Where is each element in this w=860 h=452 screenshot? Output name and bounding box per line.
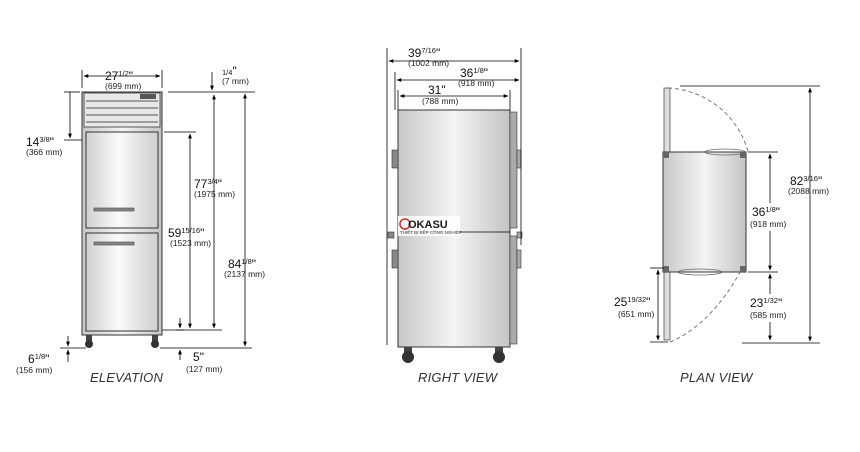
svg-text:271/2": 271/2" — [105, 69, 133, 83]
svg-text:(127 mm): (127 mm) — [186, 364, 223, 374]
lower-door-swing-arc — [669, 271, 741, 343]
grille-slats — [86, 100, 158, 123]
svg-text:143/8": 143/8" — [26, 135, 54, 149]
dim-elev-door: 5915/16" (1523 mm) — [168, 226, 211, 248]
dim-right-body: 31" (788 mm) — [422, 83, 459, 106]
svg-text:(918 mm): (918 mm) — [458, 78, 495, 88]
elevation-view — [60, 70, 255, 362]
svg-text:(2088 mm): (2088 mm) — [788, 186, 829, 196]
upper-door-handle — [93, 207, 135, 212]
svg-text:(699 mm): (699 mm) — [105, 81, 142, 91]
dim-right-depth: 361/8" (918 mm) — [458, 66, 495, 88]
elevation-upper-door — [85, 131, 159, 229]
svg-text:31": 31" — [428, 83, 446, 97]
dim-plan-depth: 361/8" (918 mm) — [748, 203, 794, 231]
svg-text:(1002 mm): (1002 mm) — [408, 58, 449, 68]
svg-text:(585 mm): (585 mm) — [750, 310, 787, 320]
svg-text:231/32": 231/32" — [750, 296, 782, 310]
dim-elev-base: 5" (127 mm) — [186, 350, 223, 374]
svg-text:(918 mm): (918 mm) — [750, 219, 787, 229]
plan-view-title: PLAN VIEW — [680, 370, 754, 385]
dim-plan-total: 823/16" (2088 mm) — [788, 174, 829, 196]
dim-elev-total: 841/8" (2137 mm) — [224, 257, 265, 279]
svg-text:(1523 mm): (1523 mm) — [170, 238, 211, 248]
dim-plan-swing-left: 2519/32" (651 mm) — [614, 295, 655, 319]
okasu-logo: OKASU THIẾT BỊ BẾP CÔNG NGHIỆP — [398, 216, 462, 236]
elevation-casters — [85, 335, 159, 348]
elevation-lower-door — [85, 232, 159, 332]
svg-text:773/4": 773/4" — [194, 177, 222, 191]
dim-plan-swing-right: 231/32" (585 mm) — [746, 294, 794, 322]
plan-view — [650, 85, 820, 344]
svg-text:361/8": 361/8" — [460, 66, 488, 80]
right-view-left-hinges — [387, 149, 399, 269]
svg-text:5": 5" — [193, 350, 204, 364]
plan-open-door-upper — [663, 87, 671, 153]
svg-text:(651 mm): (651 mm) — [618, 309, 655, 319]
plan-open-door-lower — [663, 271, 671, 341]
elevation-title: ELEVATION — [90, 370, 163, 385]
dim-right-overall: 397/16" (1002 mm) — [408, 46, 449, 68]
dim-elev-width: 271/2" (699 mm) — [105, 69, 142, 91]
svg-text:841/8": 841/8" — [228, 257, 256, 271]
svg-text:823/16": 823/16" — [790, 174, 822, 188]
svg-text:(156 mm): (156 mm) — [16, 365, 53, 375]
plan-hinges — [663, 152, 746, 272]
svg-text:61/8": 61/8" — [28, 352, 49, 366]
control-panel — [140, 94, 156, 99]
svg-text:(2137 mm): (2137 mm) — [224, 269, 265, 279]
right-view-casters — [402, 347, 505, 363]
svg-text:(788 mm): (788 mm) — [422, 96, 459, 106]
svg-text:2519/32": 2519/32" — [614, 295, 650, 309]
svg-text:(366 mm): (366 mm) — [26, 147, 63, 157]
logo-subtext: THIẾT BỊ BẾP CÔNG NGHIỆP — [400, 228, 462, 235]
dim-elev-legs: 61/8" (156 mm) — [16, 352, 53, 375]
dim-elev-grille: 143/8" (366 mm) — [26, 135, 63, 157]
right-view-door-edge — [509, 111, 523, 345]
dim-elev-top: 1/4" (7 mm) — [222, 64, 249, 86]
svg-text:1/4": 1/4" — [222, 64, 237, 78]
upper-door-swing-arc — [667, 87, 749, 153]
right-view: OKASU THIẾT BỊ BẾP CÔNG NGHIỆP — [386, 48, 523, 363]
dim-elev-body: 773/4" (1975 mm) — [194, 177, 235, 199]
lower-door-handle — [93, 241, 135, 246]
svg-text:397/16": 397/16" — [408, 46, 440, 60]
logo-text: OKASU — [408, 219, 448, 231]
svg-text:(7 mm): (7 mm) — [222, 76, 249, 86]
right-view-title: RIGHT VIEW — [418, 370, 499, 385]
svg-text:361/8": 361/8" — [752, 205, 780, 219]
svg-text:5915/16": 5915/16" — [168, 226, 204, 240]
plan-body — [662, 151, 747, 273]
svg-text:(1975 mm): (1975 mm) — [194, 189, 235, 199]
